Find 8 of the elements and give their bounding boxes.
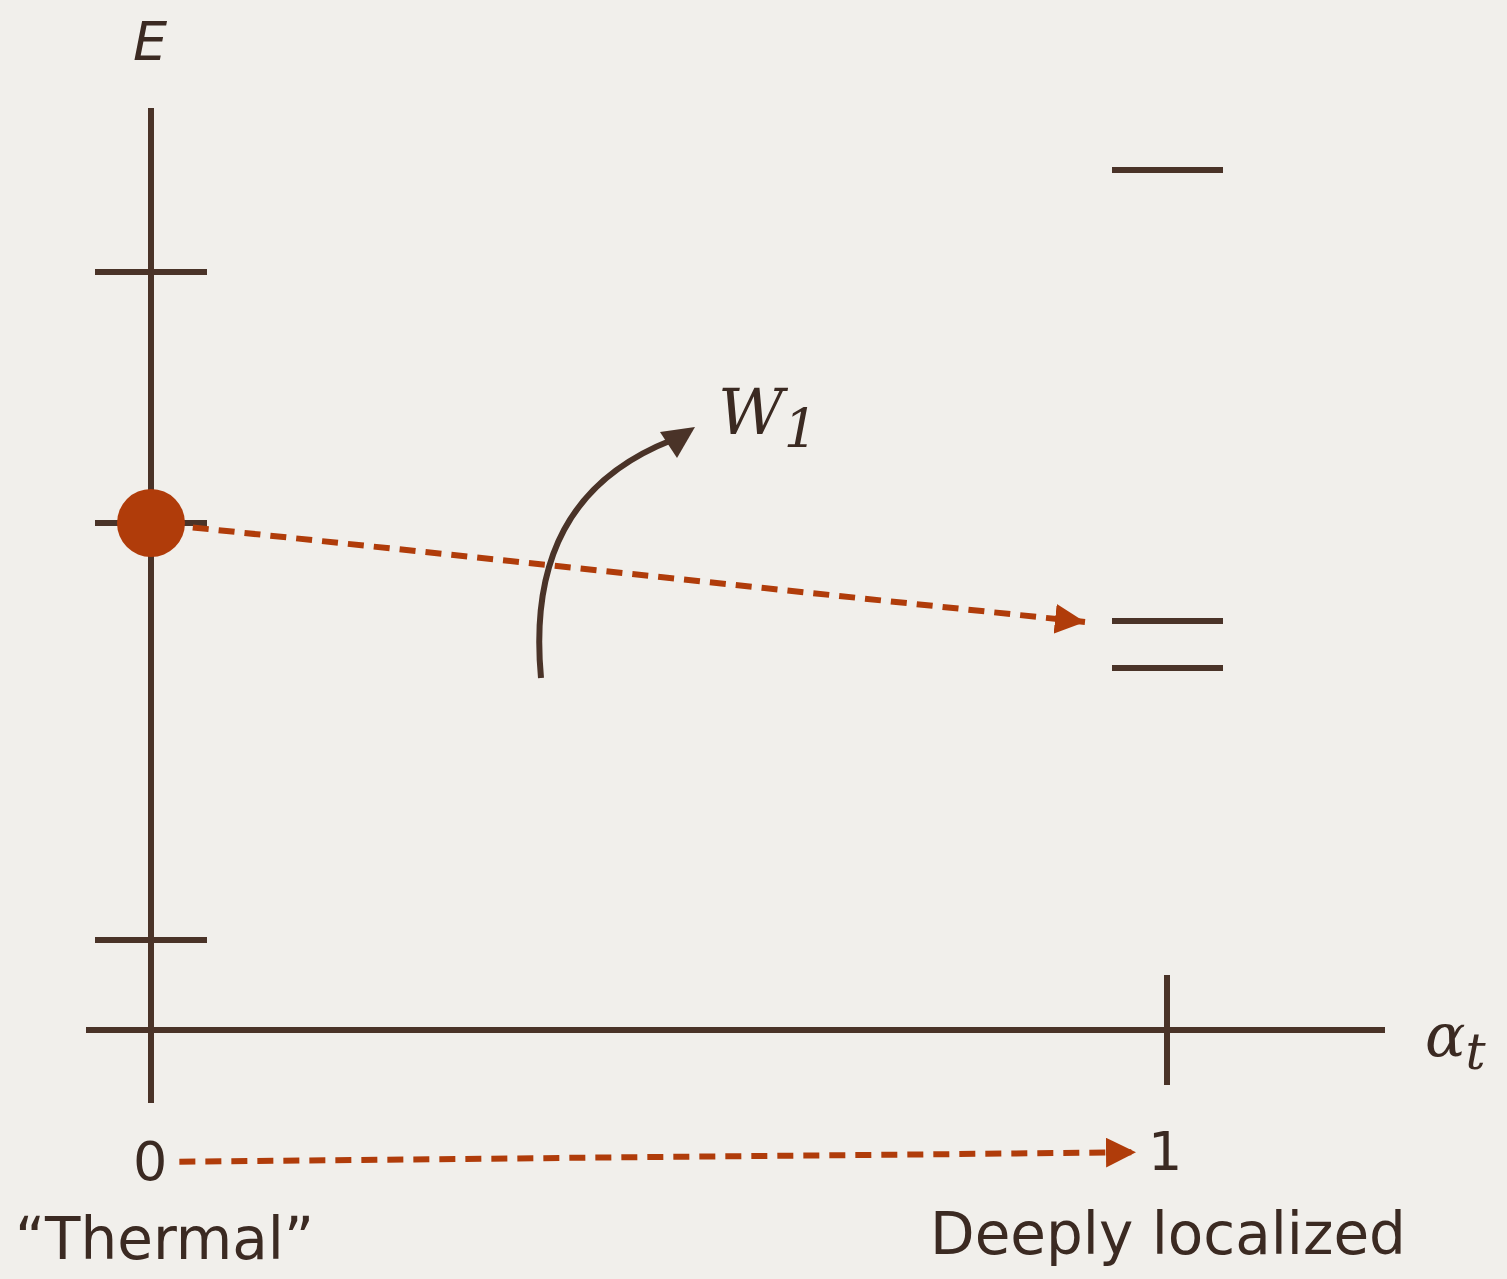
axis-value: 0	[133, 1135, 168, 1189]
dashed-arrow	[192, 524, 1086, 634]
axis-value: 1	[1148, 1125, 1183, 1179]
transition-label: W$_{1}$	[718, 380, 818, 457]
dashed-arrow	[179, 1137, 1137, 1168]
axis-label: E	[133, 15, 168, 69]
axis-label: α$_{t}$	[1425, 1005, 1486, 1077]
regime-caption: “Thermal”	[15, 1210, 314, 1268]
